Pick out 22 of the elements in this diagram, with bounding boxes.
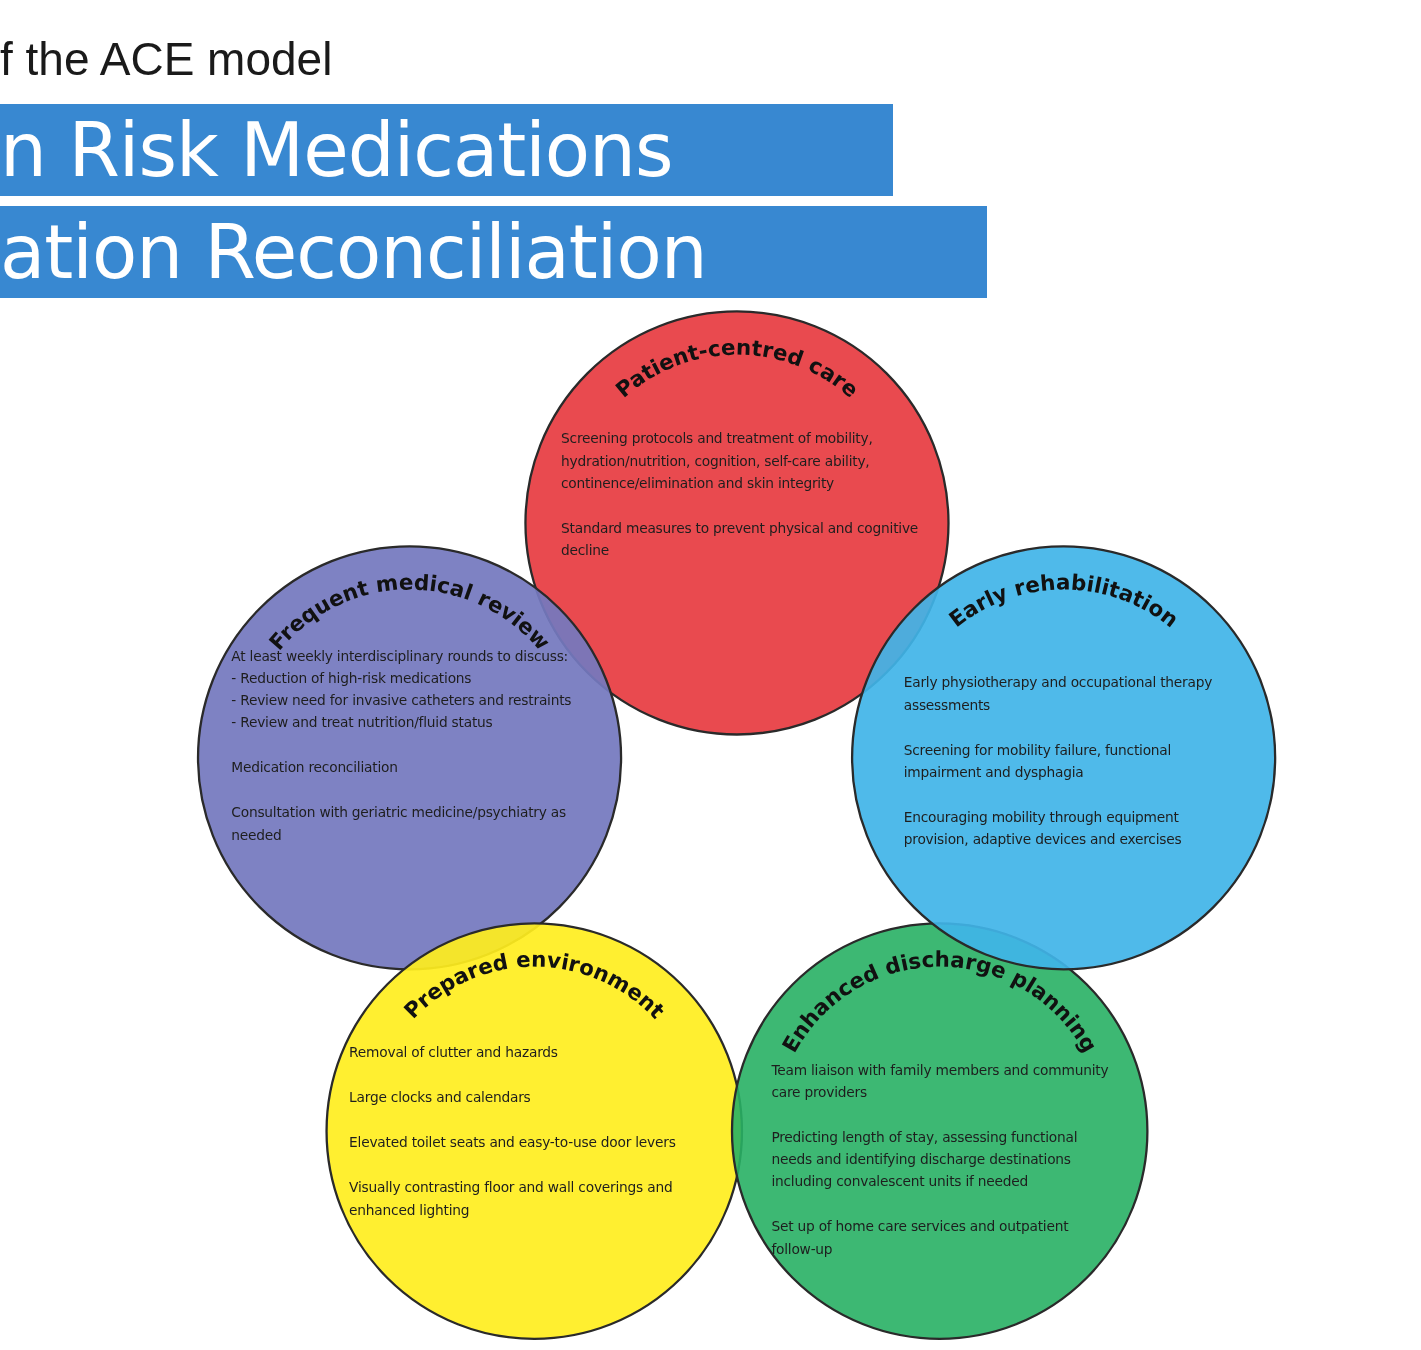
banner <box>0 206 987 298</box>
body-text: Predicting length of stay, assessing functional needs and identifying discharge destinations including convalescent units if needed <box>771 1127 1079 1192</box>
body-text: Visually contrasting floor and wall coverings and enhanced lighting <box>349 1178 674 1220</box>
body-text: - Review need for invasive catheters and restraints <box>231 691 573 711</box>
body-text: - Review and treat nutrition/fluid status <box>231 713 494 733</box>
page-title: f the ACE model <box>0 32 333 86</box>
body-text: Elevated toilet seats and easy-to-use door levers <box>349 1133 677 1153</box>
body-text: Team liaison with family members and community care providers <box>771 1060 1110 1102</box>
body-text: - Reduction of high-risk medications <box>231 668 473 688</box>
body-text: Screening for mobility failure, functional impairment and dysphagia <box>903 740 1173 782</box>
body-text: Consultation with geriatric medicine/psychiatry as needed <box>231 803 567 845</box>
body-text: Medication reconciliation <box>231 758 399 778</box>
body-text: Early physiotherapy and occupational therapy assessments <box>903 673 1214 715</box>
body-text: Large clocks and calendars <box>349 1088 532 1108</box>
banner <box>0 104 893 196</box>
banner-text: ation Reconciliation <box>0 208 707 297</box>
body-text: Set up of home care services and outpatient follow-up <box>771 1217 1070 1259</box>
body-text: Encouraging mobility through equipment provision, adaptive devices and exercises <box>903 808 1183 850</box>
body-text: Screening protocols and treatment of mobility, hydration/nutrition, cognition, self-care ability, continence/elimination and skin integrity <box>561 429 874 493</box>
banner-text: n Risk Medications <box>0 106 673 195</box>
body-text: Removal of clutter and hazards <box>349 1042 559 1062</box>
body-text: Standard measures to prevent physical and cognitive decline <box>561 518 920 561</box>
